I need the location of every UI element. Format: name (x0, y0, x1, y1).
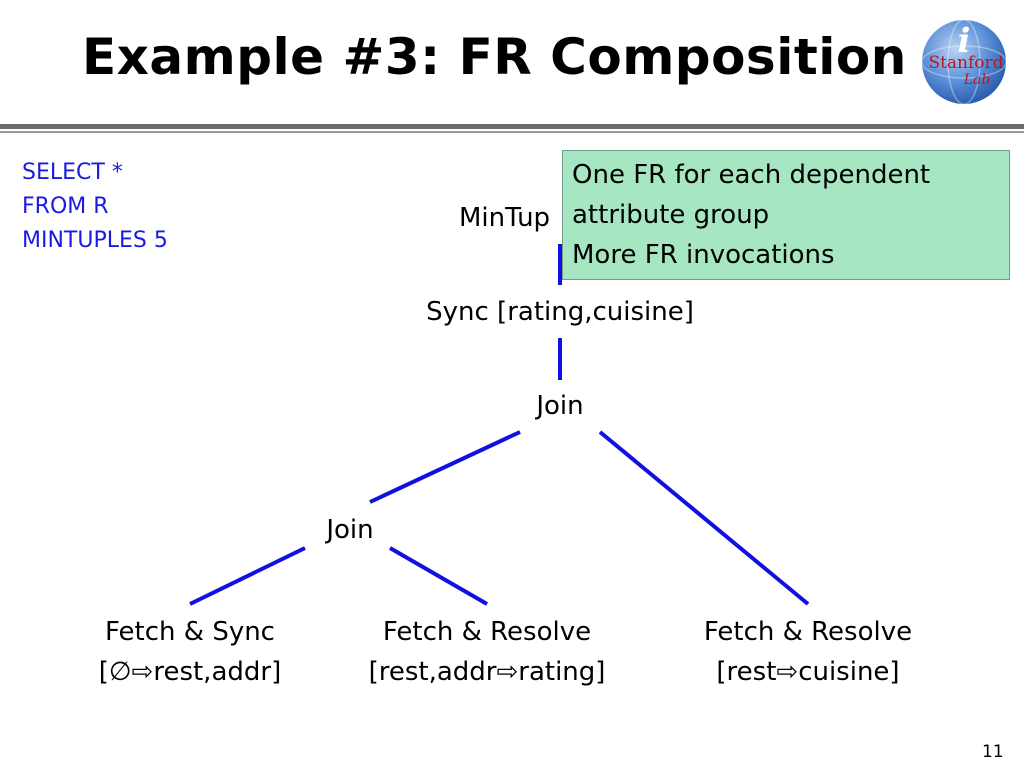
tree-leaf-fetch-resolve-cuisine: Fetch & Resolve [rest⇨cuisine] (658, 612, 958, 692)
sql-query: SELECT * FROM R MINTUPLES 5 (22, 156, 168, 258)
globe-icon (922, 20, 1006, 104)
leaf-label: Fetch & Resolve (703, 617, 913, 647)
sql-line-mintuples: MINTUPLES 5 (22, 228, 168, 253)
stanford-infolab-logo: i Stanford Lab (921, 19, 1007, 105)
callout-box: One FR for each dependent attribute grou… (562, 150, 1010, 280)
edge-join-join (369, 430, 521, 504)
leaf-signature: [∅⇨rest,addr] (98, 657, 282, 687)
callout-line: One FR for each dependent (572, 160, 931, 190)
logo-word-top: Stanford (928, 53, 1003, 73)
tree-node-join-bottom: Join (326, 515, 374, 545)
leaf-label: Fetch & Resolve (382, 617, 592, 647)
leaf-signature: [rest⇨cuisine] (716, 657, 900, 687)
tree-node-sync: Sync [rating,cuisine] (426, 297, 694, 327)
title-rule-thick (0, 124, 1024, 129)
callout-line: attribute group (572, 200, 770, 230)
title-rule-thin (0, 131, 1024, 133)
tree-node-mintuples: MinTup (459, 203, 551, 233)
logo-letter: i (958, 21, 971, 61)
leaf-signature: [rest,addr⇨rating] (368, 657, 606, 687)
callout-line: More FR invocations (572, 240, 835, 270)
edge-join-leaf1 (189, 546, 306, 606)
tree-leaf-fetch-sync: Fetch & Sync [∅⇨rest,addr] (40, 612, 340, 692)
sql-line-from: FROM R (22, 194, 109, 219)
slide-title: Example #3: FR Composition (82, 28, 907, 86)
edge-join-leaf3 (598, 430, 810, 606)
tree-leaf-fetch-resolve-rating: Fetch & Resolve [rest,addr⇨rating] (337, 612, 637, 692)
sql-line-select: SELECT * (22, 160, 123, 185)
edge-join-leaf2 (389, 546, 488, 606)
tree-node-join-top: Join (536, 391, 584, 421)
leaf-label: Fetch & Sync (105, 617, 275, 647)
page-number: 11 (982, 742, 1004, 762)
logo-word-bottom: Lab (963, 72, 991, 88)
